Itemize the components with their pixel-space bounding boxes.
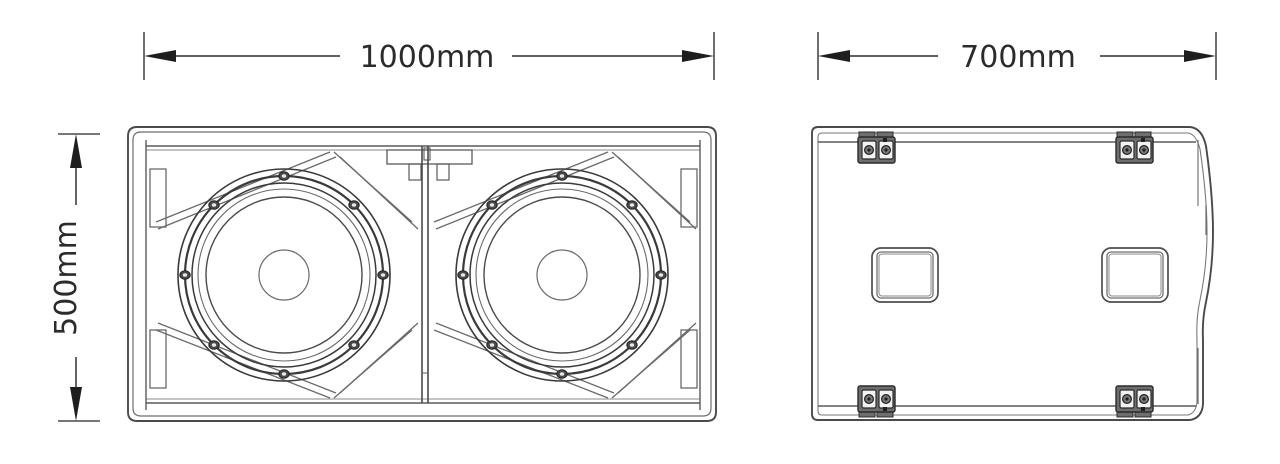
rig-bottom-rear [1115,385,1154,418]
driver-right [433,151,697,399]
top-rail-bracket [386,147,473,181]
side-view [811,126,1214,421]
dimension-height-500mm: 500mm [49,133,100,422]
arrowhead-right-icon [1184,50,1216,62]
arrowhead-left-icon [144,50,176,62]
rig-bottom-front [857,385,896,418]
dimension-label-width: 1000mm [360,40,495,75]
rig-top-front [857,131,896,164]
driver-left [155,151,419,399]
dimension-label-depth: 700mm [960,40,1076,75]
front-view [127,126,717,422]
side-cabinet-outline-inner [817,132,1208,416]
dimension-width-1000mm: 1000mm [143,32,715,80]
arrowhead-top-icon [70,134,82,168]
rear-taper [1197,140,1207,404]
dimension-depth-700mm: 700mm [817,32,1217,80]
side-rail-left [149,168,167,389]
rig-top-rear [1115,131,1154,164]
arrowhead-bottom-icon [70,387,82,421]
arrowhead-right-icon [682,50,714,62]
side-cabinet-outline [811,126,1214,421]
cabinet-outline-inner [132,131,712,417]
arrowhead-left-icon [818,50,850,62]
center-divider [421,146,429,403]
dimension-label-height: 500mm [49,220,84,336]
